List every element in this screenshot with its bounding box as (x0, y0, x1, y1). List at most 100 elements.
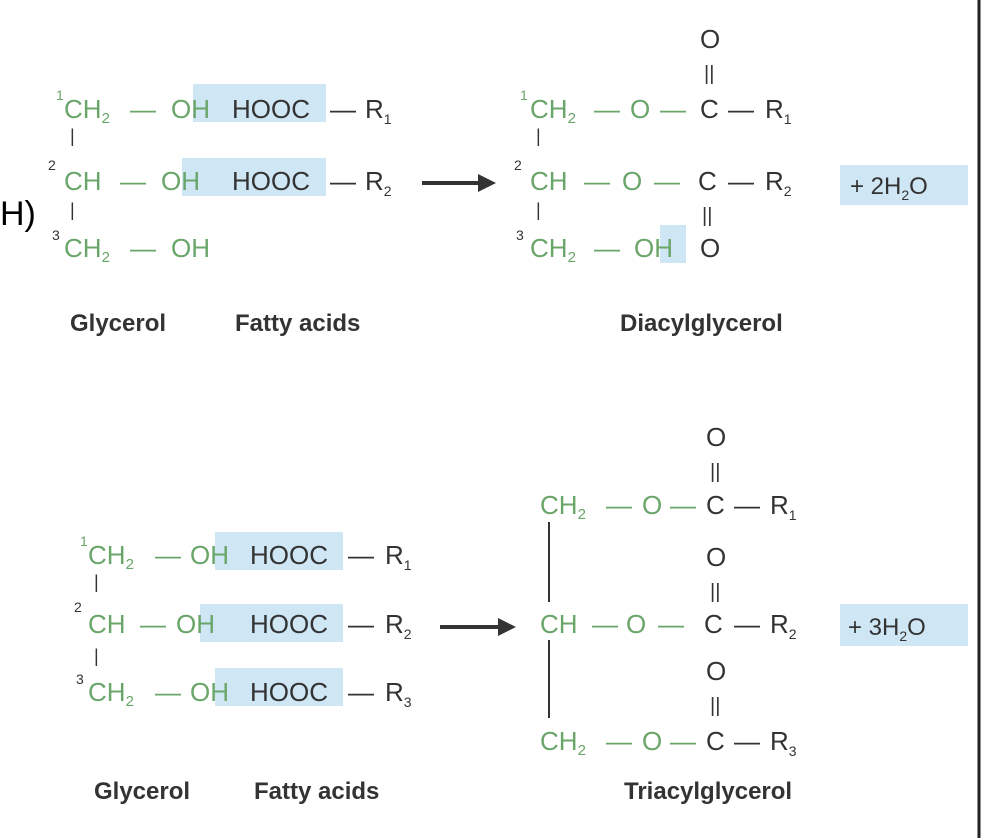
svg-text:—: — (584, 166, 610, 196)
svg-text:R2: R2 (365, 166, 392, 199)
svg-text:OH: OH (190, 540, 229, 570)
svg-text:O: O (626, 609, 646, 639)
svg-text:R2: R2 (770, 609, 797, 642)
svg-text:—: — (348, 540, 374, 570)
svg-text:—: — (606, 726, 632, 756)
svg-text:2: 2 (74, 599, 82, 615)
svg-text:—: — (594, 233, 620, 263)
svg-text:—: — (348, 609, 374, 639)
hl-r2-row3 (215, 668, 343, 706)
svg-text:—: — (660, 94, 686, 124)
svg-text:CH2: CH2 (530, 233, 576, 266)
svg-text:||: || (702, 205, 712, 227)
svg-text:||: || (704, 63, 714, 85)
label-fatty-acids-2: Fatty acids (254, 778, 379, 805)
label-glycerol-1: Glycerol (70, 310, 166, 337)
svg-text:CH: CH (540, 609, 578, 639)
svg-text:O: O (706, 542, 726, 572)
svg-text:—: — (330, 94, 356, 124)
svg-text:O: O (706, 656, 726, 686)
svg-text:—: — (120, 166, 146, 196)
svg-text:C: C (706, 490, 725, 520)
svg-text:O: O (700, 24, 720, 54)
hl-r1-oh3 (660, 225, 686, 263)
oh-3: OH (171, 233, 210, 263)
svg-text:2: 2 (514, 157, 522, 173)
svg-text:—: — (140, 609, 166, 639)
svg-text:O: O (700, 233, 720, 263)
stray-text: H) (0, 195, 36, 233)
label-glycerol-2: Glycerol (94, 778, 190, 805)
triacylglycerol: O || CH2 — O — C — R1 O || CH — O — C — … (540, 422, 797, 759)
svg-text:—: — (670, 490, 696, 520)
hl-r2-water (840, 604, 968, 646)
svg-text:CH2: CH2 (540, 726, 586, 759)
svg-text:—: — (155, 540, 181, 570)
svg-text:R2: R2 (765, 166, 792, 199)
svg-text:1: 1 (80, 533, 88, 549)
label-diacylglycerol: Diacylglycerol (620, 310, 783, 337)
svg-text:||: || (710, 461, 720, 483)
hl-r1-row1 (193, 84, 326, 122)
svg-text:CH: CH (64, 166, 102, 196)
svg-text:R1: R1 (765, 94, 792, 127)
diacylglycerol: O || 1 CH2 — O — C — R1 | 2 CH — O — C —… (514, 24, 792, 266)
svg-text:1: 1 (56, 87, 64, 103)
svg-text:R1: R1 (385, 540, 412, 573)
hl-r1-row2 (182, 158, 326, 196)
svg-text:O: O (630, 94, 650, 124)
svg-text:CH: CH (88, 609, 126, 639)
svg-text:|: | (94, 572, 99, 592)
byproduct-water-2: + 3H2O (848, 614, 926, 644)
reaction-2: 1 CH2 — OH | 2 CH — OH | 3 CH2 — OH HOOC… (74, 422, 968, 805)
svg-text:C: C (704, 609, 723, 639)
svg-text:HOOC: HOOC (250, 540, 328, 570)
svg-text:1: 1 (520, 87, 528, 103)
hl-r1-water (840, 165, 968, 205)
svg-text:—: — (592, 609, 618, 639)
svg-text:—: — (330, 166, 356, 196)
svg-text:CH2: CH2 (530, 94, 576, 127)
svg-text:OH: OH (176, 609, 215, 639)
svg-text:CH2: CH2 (88, 540, 134, 573)
svg-text:R1: R1 (770, 490, 797, 523)
svg-text:—: — (348, 677, 374, 707)
byproduct-water-1: + 2H2O (850, 173, 928, 203)
svg-text:O: O (622, 166, 642, 196)
svg-text:CH2: CH2 (64, 94, 110, 127)
svg-text:R3: R3 (385, 677, 412, 710)
svg-text:C: C (698, 166, 717, 196)
svg-text:—: — (130, 94, 156, 124)
glycerol-1: 1 CH2 — OH | 2 CH — OH | 3 CH2 — OH (48, 87, 210, 266)
svg-text:R2: R2 (385, 609, 412, 642)
svg-text:CH2: CH2 (64, 233, 110, 266)
svg-text:—: — (728, 166, 754, 196)
svg-text:|: | (70, 126, 75, 146)
hl-r2-row2 (200, 604, 343, 642)
reaction-1: 1 CH2 — OH | 2 CH — OH | 3 CH2 — OH HOOC… (48, 24, 968, 337)
svg-text:||: || (710, 581, 720, 603)
hl-r2-row1 (215, 532, 343, 570)
oh-1: OH (171, 94, 210, 124)
svg-text:|: | (536, 126, 541, 146)
svg-text:R1: R1 (365, 94, 392, 127)
fatty-acids-2: HOOC — R1 HOOC — R2 HOOC — R3 (250, 540, 412, 710)
svg-text:OH: OH (634, 233, 673, 263)
svg-text:C: C (706, 726, 725, 756)
svg-text:HOOC: HOOC (250, 609, 328, 639)
svg-text:—: — (734, 490, 760, 520)
svg-text:—: — (594, 94, 620, 124)
svg-text:—: — (734, 726, 760, 756)
label-fatty-acids-1: Fatty acids (235, 310, 360, 337)
svg-text:C: C (700, 94, 719, 124)
svg-text:HOOC: HOOC (250, 677, 328, 707)
svg-text:CH: CH (530, 166, 568, 196)
svg-text:—: — (670, 726, 696, 756)
svg-text:|: | (536, 200, 541, 220)
svg-text:3: 3 (516, 227, 524, 243)
svg-text:HOOC: HOOC (232, 94, 310, 124)
svg-text:O: O (706, 422, 726, 452)
svg-text:OH: OH (190, 677, 229, 707)
reaction-arrow-1 (422, 174, 496, 192)
